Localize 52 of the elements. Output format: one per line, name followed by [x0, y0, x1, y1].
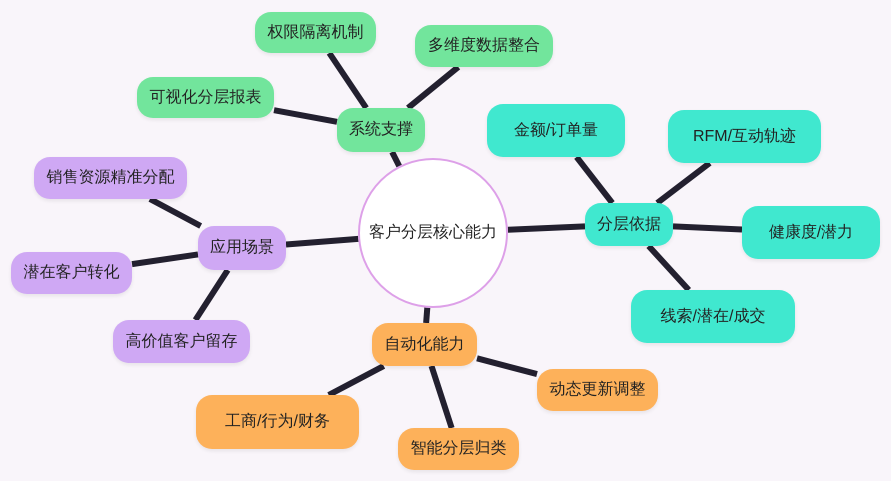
connector-line	[476, 355, 538, 377]
topic-label: 权限隔离机制	[268, 22, 364, 42]
connector-line	[423, 308, 430, 324]
topic-label: 健康度/潜力	[768, 222, 854, 242]
topic-box	[11, 252, 132, 294]
connector-line	[192, 268, 230, 322]
topic-box	[113, 320, 250, 363]
connector-line	[428, 365, 455, 429]
topic-box	[198, 226, 286, 270]
topic-box	[537, 369, 658, 411]
topic-label: 销售资源精准分配	[46, 168, 174, 188]
topic-box	[196, 395, 359, 449]
connector-line	[389, 150, 402, 168]
topic-box	[415, 25, 553, 67]
topic-box	[137, 77, 274, 118]
connector-line	[574, 155, 615, 205]
topic-box	[337, 108, 425, 152]
connector-line	[286, 236, 358, 248]
connector-line	[273, 107, 338, 125]
connector-line	[326, 51, 369, 110]
topic-label: RFM/互动轨迹	[692, 126, 796, 146]
topic-box	[255, 12, 376, 53]
topic-box	[398, 428, 519, 470]
topic-label: 系统支撑	[349, 120, 413, 140]
topic-label: 客户分层核心能力	[369, 223, 497, 243]
topic-label: 多维度数据整合	[428, 36, 540, 56]
topic-label: 金额/订单量	[514, 120, 598, 140]
topic-box	[34, 157, 187, 199]
connector-line	[132, 251, 198, 268]
connector-line	[672, 223, 742, 232]
topic-box	[487, 104, 625, 157]
topic-label: 线索/潜在/成交	[660, 306, 766, 326]
topic-label: 潜在客户转化	[24, 263, 120, 283]
connector-line	[406, 64, 460, 110]
connector-line	[327, 363, 386, 398]
topic-box	[742, 206, 880, 259]
topic-label: 动态更新调整	[550, 380, 646, 400]
connector-line	[646, 244, 692, 292]
connector-line	[655, 160, 712, 206]
topic-label: 工商/行为/财务	[225, 412, 330, 432]
topic-box	[372, 323, 477, 366]
topic-label: 自动化能力	[384, 334, 464, 354]
topic-label: 应用场景	[210, 238, 274, 258]
topic-label: 智能分层归类	[410, 439, 506, 459]
topic-label: 分层依据	[597, 214, 661, 234]
topic-label: 可视化分层报表	[150, 88, 262, 108]
topic-label: 高价值客户留存	[126, 332, 238, 352]
topic-box	[631, 290, 795, 343]
connector-line	[508, 223, 586, 233]
topic-box	[585, 203, 673, 246]
connector-line	[148, 196, 202, 229]
topic-box	[668, 110, 821, 163]
